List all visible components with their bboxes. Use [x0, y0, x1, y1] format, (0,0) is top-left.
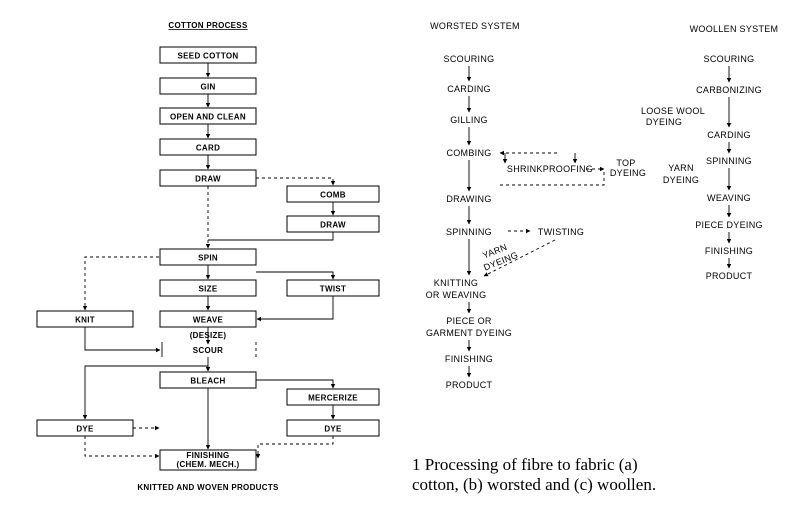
- worsted-scouring: SCOURING: [444, 54, 495, 64]
- weave-box: WEAVE: [193, 316, 224, 325]
- woollen-finishing: FINISHING: [705, 246, 753, 256]
- woollen-carding: CARDING: [707, 130, 751, 140]
- worsted-combing: COMBING: [446, 148, 491, 158]
- open-and-clean-box: OPEN AND CLEAN: [170, 113, 246, 122]
- mercerize-box: MERCERIZE: [308, 394, 358, 403]
- worsted-gilling: GILLING: [450, 115, 488, 125]
- cotton-process-chart: COTTON PROCESS SEED COTTON GIN OPEN AND …: [36, 21, 380, 492]
- worsted-product: PRODUCT: [446, 380, 493, 390]
- woollen-loose-wool-line2: DYEING: [646, 117, 682, 127]
- worsted-connectors: [466, 66, 605, 378]
- woollen-loose-wool-line1: LOOSE WOOL: [641, 106, 705, 116]
- woollen-yarn-dyeing-line1: YARN: [668, 163, 694, 173]
- woollen-yarn-dyeing-line2: DYEING: [663, 175, 699, 185]
- twist-box: TWIST: [320, 285, 346, 294]
- bleach-box: BLEACH: [190, 377, 225, 386]
- products-label: KNITTED AND WOVEN PRODUCTS: [137, 483, 279, 492]
- worsted-knitting-line1: KNITTING: [434, 278, 478, 288]
- size-box: SIZE: [199, 285, 218, 294]
- worsted-title: WORSTED SYSTEM: [430, 21, 520, 31]
- gin-box: GIN: [200, 83, 215, 92]
- woollen-scouring: SCOURING: [704, 54, 755, 64]
- caption-line-1: 1 Processing of fibre to fabric (a): [412, 455, 638, 474]
- woollen-title: WOOLLEN SYSTEM: [690, 24, 779, 34]
- dye-box-right: DYE: [324, 425, 342, 434]
- cotton-title: COTTON PROCESS: [168, 21, 248, 30]
- seed-cotton-box: SEED COTTON: [178, 52, 239, 61]
- woollen-weaving: WEAVING: [707, 193, 751, 203]
- cotton-side-connectors: [82, 177, 336, 459]
- figure-caption: 1 Processing of fibre to fabric (a) cott…: [412, 455, 656, 494]
- woollen-carbonizing: CARBONIZING: [696, 85, 762, 95]
- comb-box: COMB: [320, 191, 346, 200]
- worsted-twisting: TWISTING: [538, 227, 584, 237]
- finishing-box-line1: FINISHING: [186, 451, 229, 460]
- woollen-piece-dyeing: PIECE DYEING: [695, 220, 763, 230]
- worsted-piece-dyeing-line1: PIECE OR: [446, 316, 492, 326]
- worsted-top-dyeing-line1: TOP: [616, 158, 635, 168]
- worsted-finishing: FINISHING: [445, 354, 493, 364]
- worsted-knitting-line2: OR WEAVING: [426, 290, 487, 300]
- card-box: CARD: [196, 144, 220, 153]
- worsted-drawing: DRAWING: [446, 194, 491, 204]
- draw-box: DRAW: [195, 175, 221, 184]
- woollen-system-chart: WOOLLEN SYSTEM SCOURING CARBONIZING LOOS…: [641, 24, 778, 281]
- draw-box-2: DRAW: [320, 221, 346, 230]
- dye-box-left: DYE: [76, 425, 94, 434]
- scour-label: SCOUR: [193, 346, 223, 355]
- worsted-system-chart: WORSTED SYSTEM SCOURING CARDING GILLING …: [426, 21, 646, 390]
- worsted-top-dyeing-line2: DYEING: [610, 168, 646, 178]
- worsted-shrinkproofing: SHRINKPROOFING: [507, 164, 593, 174]
- spin-box: SPIN: [198, 254, 218, 263]
- worsted-carding: CARDING: [447, 84, 491, 94]
- worsted-piece-dyeing-line2: GARMENT DYEING: [426, 328, 512, 338]
- finishing-box-line2: (CHEM. MECH.): [176, 460, 239, 469]
- woollen-spinning: SPINNING: [706, 156, 752, 166]
- woollen-product: PRODUCT: [706, 271, 753, 281]
- worsted-spinning: SPINNING: [446, 227, 492, 237]
- caption-line-2: cotton, (b) worsted and (c) woollen.: [412, 475, 656, 494]
- knit-box: KNIT: [75, 316, 95, 325]
